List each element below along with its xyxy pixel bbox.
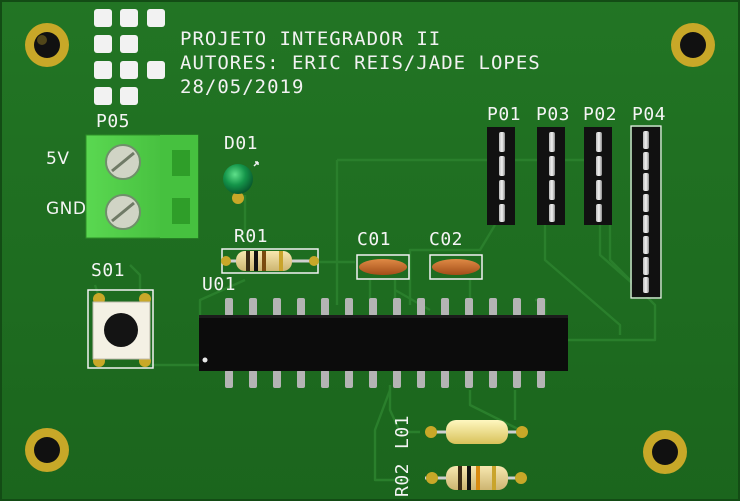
mounting-hole-bottom-right	[643, 430, 687, 474]
label-d01: D01	[224, 133, 259, 154]
label-p03: P03	[536, 104, 571, 125]
label-p04: P04	[632, 104, 667, 125]
label-u01: U01	[202, 274, 237, 295]
push-button-s01	[87, 289, 154, 369]
terminal-block-p05	[85, 134, 199, 239]
pin-header-p01	[487, 127, 515, 225]
resistor-r02	[425, 466, 527, 490]
board-authors: AUTORES: ERIC REIS/JADE LOPES	[180, 52, 541, 74]
inductor-l01	[425, 420, 528, 444]
label-p02: P02	[583, 104, 618, 125]
label-p01: P01	[487, 104, 522, 125]
board-date: 28/05/2019	[180, 76, 305, 98]
label-r02: R02	[392, 462, 413, 497]
pin-header-p03	[537, 127, 565, 225]
label-l01: L01	[392, 414, 413, 449]
label-5v: 5V	[46, 149, 70, 169]
board-title: PROJETO INTEGRADOR II	[180, 28, 442, 50]
institution-logo	[94, 9, 165, 105]
capacitor-c01	[356, 254, 410, 280]
label-c02: C02	[429, 229, 464, 250]
mounting-hole-bottom-left	[25, 428, 69, 472]
mounting-hole-top-left	[25, 23, 69, 67]
label-p05: P05	[96, 111, 131, 132]
label-gnd: GND	[46, 199, 87, 219]
mounting-hole-top-right	[671, 23, 715, 67]
label-c01: C01	[357, 229, 392, 250]
pin-header-p02	[584, 127, 612, 225]
pin-header-p04	[630, 125, 662, 299]
ic-pins-top	[225, 298, 545, 316]
led-d01	[223, 161, 259, 204]
capacitor-c02	[429, 254, 483, 280]
label-s01: S01	[91, 260, 126, 281]
ic-pins-bottom	[225, 370, 545, 388]
label-r01: R01	[234, 226, 269, 247]
resistor-r01	[221, 248, 319, 274]
microcontroller-u01	[199, 298, 568, 388]
